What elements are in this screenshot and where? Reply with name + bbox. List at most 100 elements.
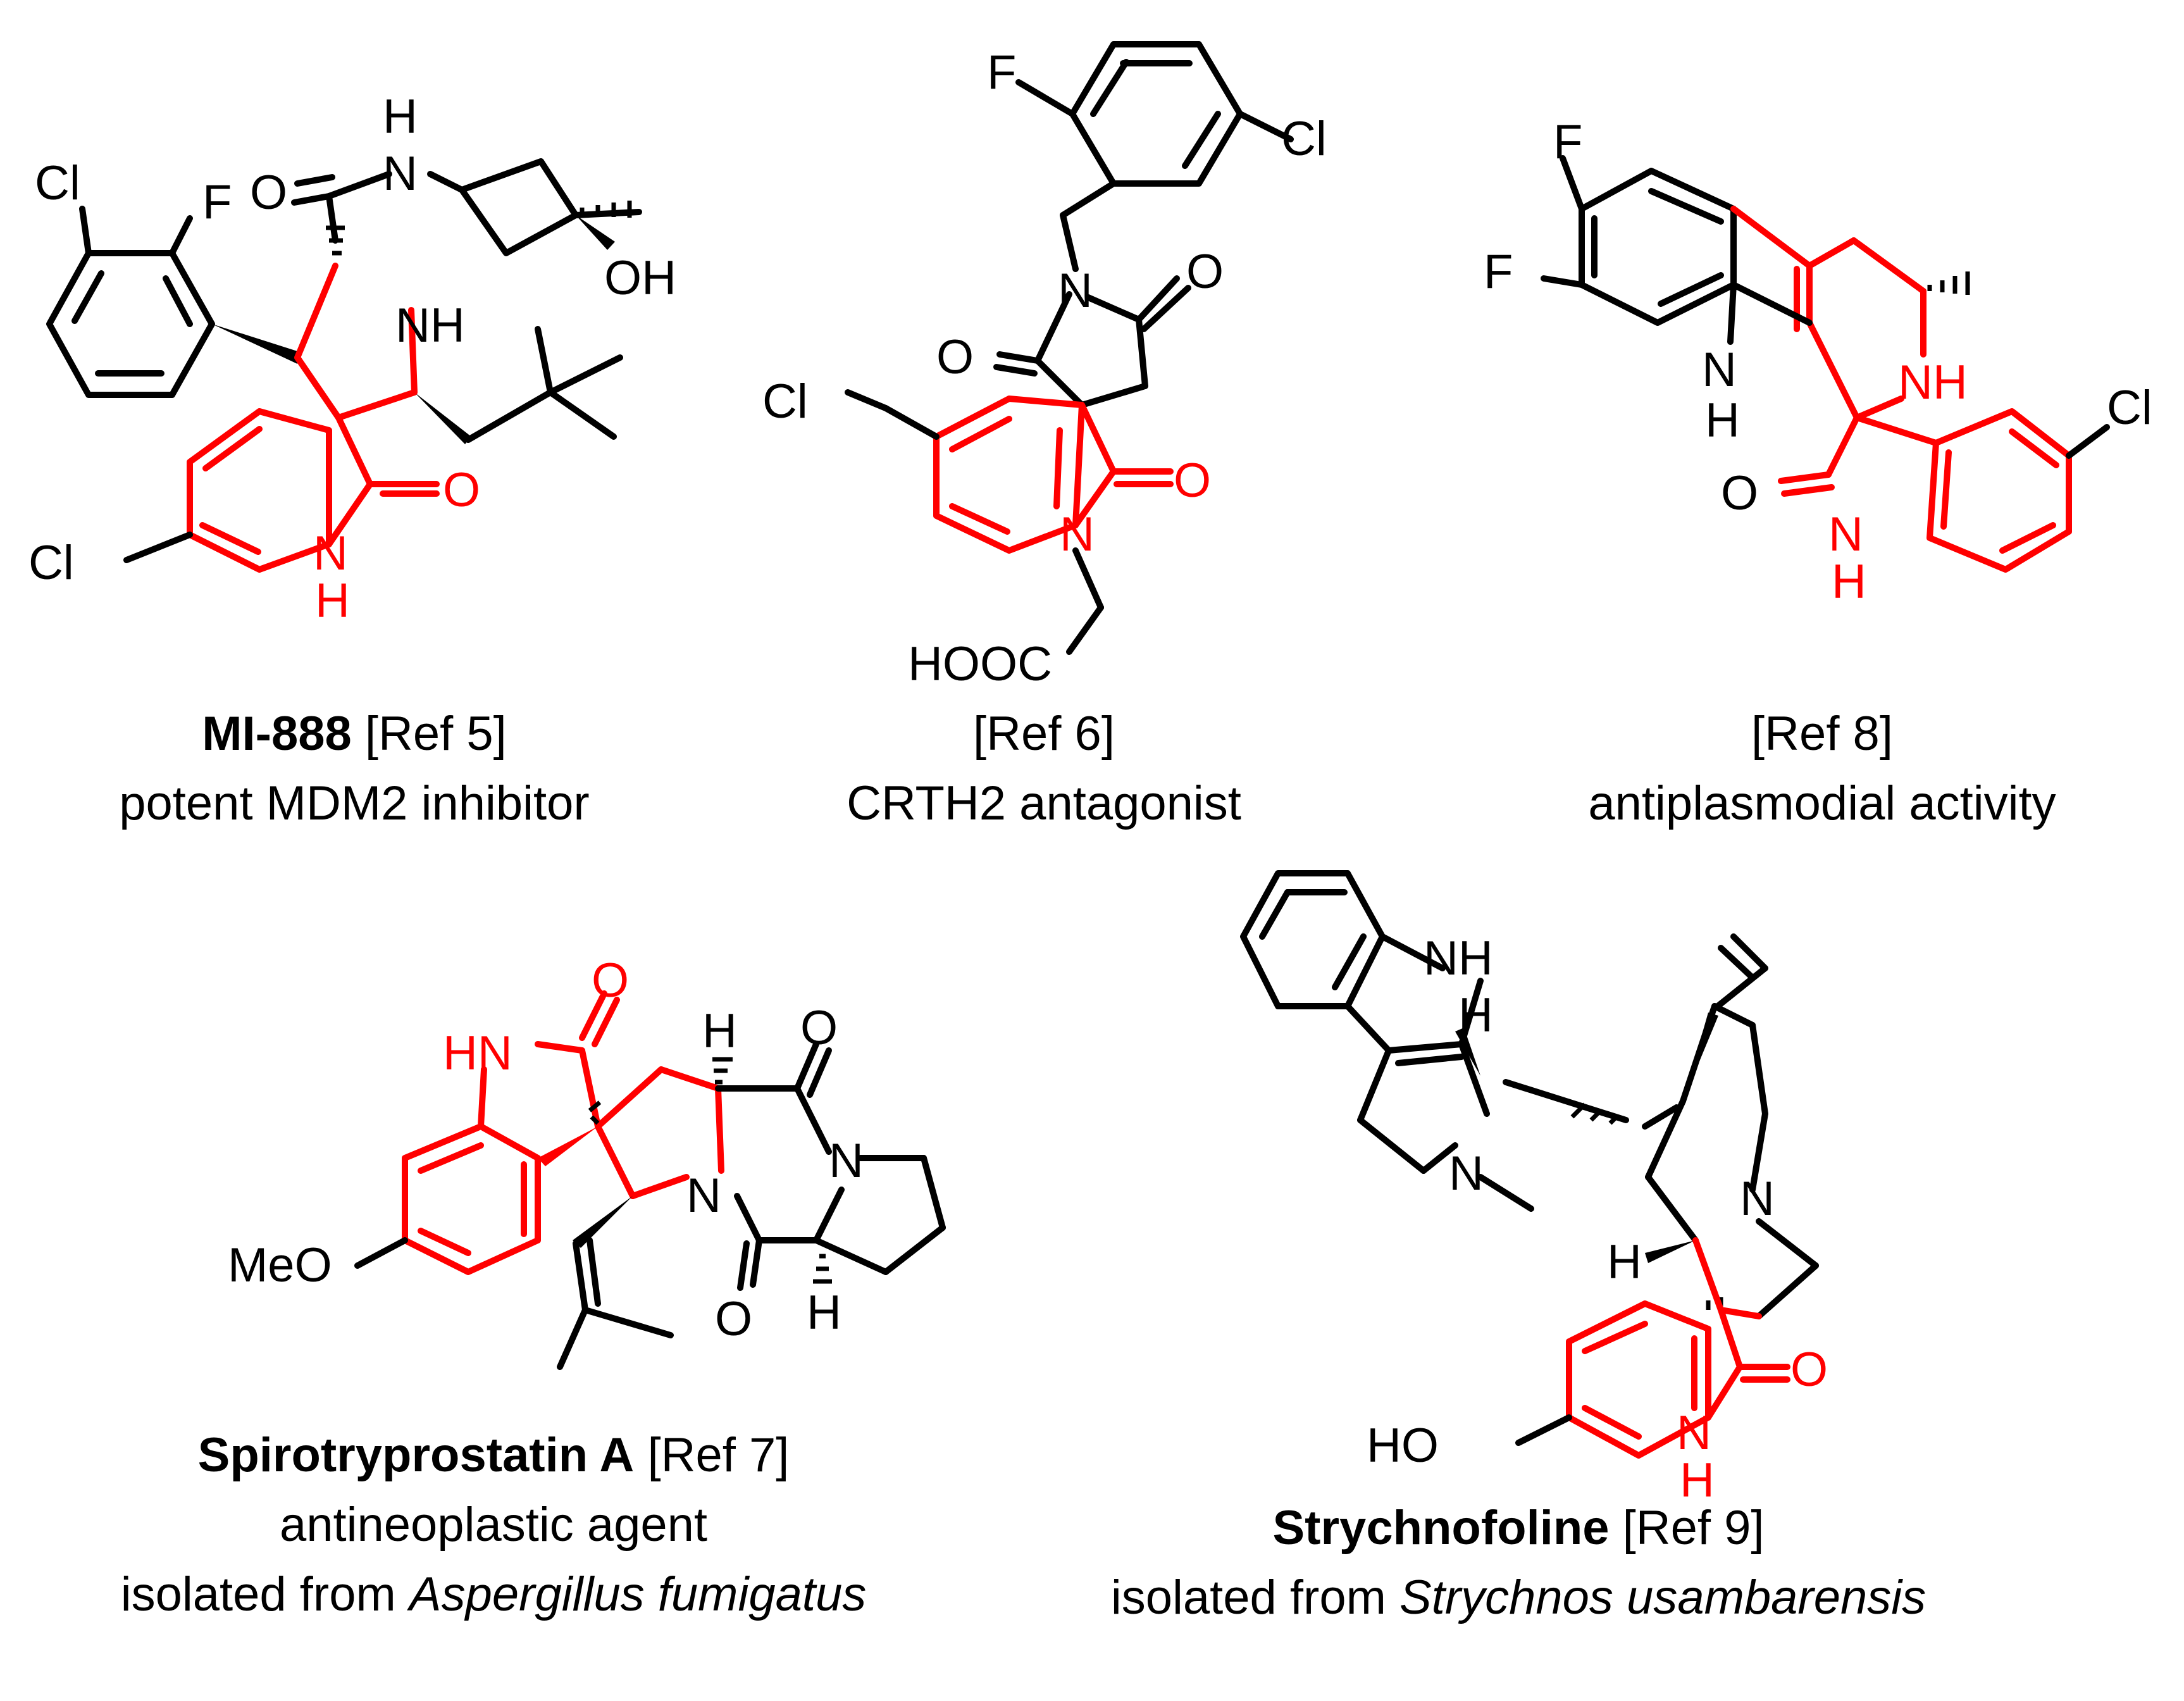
caption-mi-888: MI-888 [Ref 5] potent MDM2 inhibitor: [38, 699, 671, 838]
atom-labels-strychnofoline: NH H N N H O HO N H: [1367, 932, 1828, 1507]
caption-source: isolated from Strychnos usambarensis: [1044, 1563, 1993, 1633]
atom-cl: Cl: [28, 536, 74, 590]
atom-f: F: [202, 175, 232, 229]
atom-labels-crth2: F Cl N O O Cl O N HOOC: [762, 46, 1327, 691]
oxindole-core: [933, 396, 1174, 554]
source-prefix: isolated from: [120, 1567, 409, 1621]
source-prefix: isolated from: [1110, 1571, 1400, 1624]
spiro-oxindole: [1566, 1237, 1790, 1459]
atom-o: O: [800, 1001, 838, 1055]
atom-n: N: [686, 1169, 721, 1223]
compound-name: MI-888: [202, 707, 352, 761]
fluorochlorobenzyl: [845, 41, 1294, 655]
atom-n: N: [383, 147, 418, 201]
tetrahydropyridine-ring: [1730, 206, 2072, 573]
atom-n: N: [829, 1134, 864, 1188]
structure-antiplasmodial: F F N H NH O N H Cl: [1484, 115, 2152, 609]
neopentyl-bonds: [465, 326, 623, 443]
atom-o: O: [715, 1292, 752, 1346]
atom-n: N: [1449, 1147, 1484, 1200]
isobutenyl-bonds: [557, 1237, 674, 1370]
caption-crth2: [Ref 6] CRTH2 antagonist: [728, 699, 1360, 838]
h-wedge-bond-2: [1645, 1240, 1696, 1263]
vinyl-wedge-bond: [1683, 1012, 1718, 1101]
atom-f: F: [1484, 245, 1513, 299]
atom-cl: Cl: [35, 156, 80, 210]
chloro-bond: [883, 405, 940, 440]
atom-cl: Cl: [762, 375, 808, 428]
caption-line: antiplasmodial activity: [1588, 776, 2056, 830]
atom-n-red: N: [313, 526, 348, 580]
hash-bonds-strychnofoline: [1570, 1102, 1723, 1313]
structure-mi-888: Cl F O H N OH NH O N H Cl: [28, 90, 676, 628]
atom-labels-spirotryprostatin: O HN H O N N MeO O H: [228, 954, 864, 1346]
structure-strychnofoline: NH H N N H O HO N H: [1240, 870, 1828, 1507]
caption-line: antineoplastic agent: [279, 1498, 708, 1552]
atom-n-red: N: [1677, 1406, 1711, 1460]
atom-o: O: [936, 330, 974, 384]
oh-wedge-bond: [576, 215, 615, 250]
caption-antiplasmodial: [Ref 8] antiplasmodial activity: [1506, 699, 2138, 838]
atom-o: O: [1721, 466, 1758, 520]
difluoro-indole: [1541, 155, 1737, 345]
atom-h: H: [383, 90, 418, 144]
atom-hooc: HOOC: [908, 637, 1052, 691]
caption-title: [Ref 6]: [728, 699, 1360, 769]
atom-h: H: [1607, 1235, 1642, 1289]
atom-n: N: [1740, 1172, 1775, 1226]
isobutenyl-wedge-bond: [573, 1196, 633, 1248]
caption-title: [Ref 8]: [1506, 699, 2138, 769]
atom-f: F: [1553, 115, 1582, 169]
atom-nh: NH: [1424, 932, 1493, 985]
neopentyl-wedge-bond: [414, 392, 471, 444]
chlorofluorophenyl-ring: [46, 206, 215, 398]
diketopiperazine-proline: [354, 1041, 946, 1291]
atom-n: N: [1702, 343, 1737, 397]
atom-h: H: [1705, 394, 1740, 447]
caption-line: CRTH2 antagonist: [847, 776, 1241, 830]
atom-labels-antiplasmodial: F F N H NH O N H Cl: [1484, 115, 2152, 609]
atom-o-red: O: [592, 954, 629, 1007]
atom-n: N: [1058, 264, 1093, 318]
atom-nh: NH: [395, 299, 465, 352]
tetrahydro-beta-carboline: [1240, 870, 1819, 1319]
methyl-hash-bond: [1927, 271, 1970, 295]
atom-n-red: N: [1828, 508, 1863, 561]
caption-title: Strychnofoline [Ref 9]: [1044, 1493, 1993, 1563]
atom-o: O: [1186, 245, 1224, 299]
source-species: Strychnos usambarensis: [1399, 1571, 1927, 1624]
atom-o-red: O: [1174, 454, 1211, 508]
atom-h-red: H: [1680, 1454, 1715, 1507]
spiro-oxindole-pyrrolidine: [187, 263, 440, 573]
chloro-bond: [123, 532, 193, 563]
atom-o-red: O: [1790, 1343, 1828, 1397]
reference: [Ref 9]: [1622, 1501, 1765, 1555]
atom-h: H: [1458, 988, 1493, 1042]
h-wedge-bond: [1455, 1028, 1480, 1076]
reference: [Ref 7]: [647, 1428, 790, 1482]
atom-h-red: H: [315, 574, 350, 628]
atom-o-red: O: [443, 463, 480, 517]
reference: [Ref 6]: [973, 707, 1115, 761]
source-species: Aspergillus fumigatus: [409, 1567, 867, 1621]
atom-o: O: [250, 166, 287, 220]
structure-crth2: F Cl N O O Cl O N HOOC: [762, 41, 1327, 691]
atom-cl: Cl: [1281, 112, 1327, 166]
atom-h: H: [702, 1004, 737, 1058]
atom-meo: MeO: [228, 1238, 332, 1292]
chloro-bond: [2066, 424, 2110, 459]
hydroxy-bond: [1515, 1414, 1572, 1446]
indole-nh-bond: [1730, 282, 1813, 326]
caption-strychnofoline: Strychnofoline [Ref 9] isolated from Str…: [1044, 1493, 1993, 1633]
atom-labels-mi888: Cl F O H N OH NH O N H Cl: [28, 90, 676, 628]
spiro-wedge-bond: [538, 1126, 598, 1166]
caption-line: potent MDM2 inhibitor: [119, 776, 590, 830]
atom-hn-red: HN: [443, 1026, 512, 1080]
atom-f: F: [987, 46, 1016, 99]
reference: [Ref 8]: [1751, 707, 1893, 761]
atom-nh-red: NH: [1898, 356, 1968, 409]
hash-bonds-spirotryprostatin: [588, 1057, 832, 1284]
hash-bonds-mi888: [326, 201, 632, 256]
structure-spirotryprostatin-a: O HN H O N N MeO O H: [228, 954, 946, 1370]
